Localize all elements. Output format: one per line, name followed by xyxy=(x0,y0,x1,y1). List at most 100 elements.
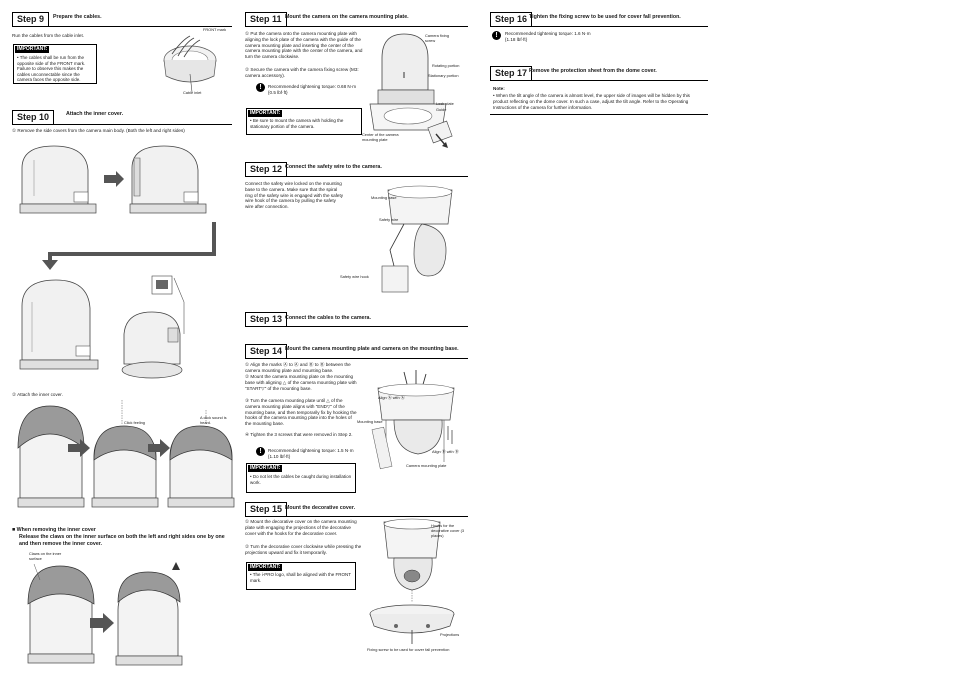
step12-rule xyxy=(245,176,468,177)
fixing-screw-label: Camera fixing screw xyxy=(425,33,450,43)
step11-label: Step 11 xyxy=(245,12,287,27)
step15-item1: ① Mount the decorative cover on the came… xyxy=(245,519,357,536)
step17-title: Remove the protection sheet from the dom… xyxy=(529,68,657,74)
step13-label: Step 13 xyxy=(245,312,288,327)
leader-lines xyxy=(121,400,207,424)
safety-wire-hook-label: Safety wire hook xyxy=(340,274,369,279)
step14-label: Step 14 xyxy=(245,344,288,359)
step10-title: Attach the inner cover. xyxy=(66,111,124,117)
important-tag: IMPORTANT: xyxy=(248,110,283,117)
step10-label: Step 10 xyxy=(12,110,55,125)
step12-label: Step 12 xyxy=(245,162,288,177)
mounting-base-label: Mounting base xyxy=(371,195,397,200)
step16-label: Step 16 xyxy=(490,12,533,27)
step11-rule xyxy=(245,26,468,27)
fixing-screw-cover-label: Fixing screw to be used for cover fall p… xyxy=(367,647,450,652)
note-heading: Note: xyxy=(493,86,505,91)
step9-rule xyxy=(12,26,232,27)
step15-decorative-cover-figure xyxy=(369,518,455,644)
flow-arrow-icon xyxy=(42,222,216,270)
step14-item2: ② Mount the camera mounting plate on the… xyxy=(245,374,357,391)
step13-title: Connect the cables to the camera. xyxy=(285,315,371,321)
step15-title: Mount the decorative cover. xyxy=(285,505,356,511)
step16-rule xyxy=(490,26,708,27)
step9-front-mark-label: FRONT mark xyxy=(203,27,227,32)
exclamation-circle-icon: ! xyxy=(492,31,501,40)
step17-rule xyxy=(490,80,708,81)
step9-title: Prepare the cables. xyxy=(53,14,102,20)
step9-cable-figure xyxy=(163,35,217,93)
step14-rule xyxy=(245,358,468,359)
note-rule xyxy=(490,114,708,115)
step14-item1: ① Align the marks Ⓐ to Ⓐ and Ⓑ to Ⓑ betw… xyxy=(245,362,351,373)
align-a-label: Align Ⓐ with Ⓐ xyxy=(378,395,405,400)
step15-important-body: • The i-PRO logo, shall be aligned with … xyxy=(250,572,351,583)
lock-plate-label: Lock plate xyxy=(436,101,454,106)
important-tag: IMPORTANT: xyxy=(15,46,50,53)
step14-mounting-base-label: Mounting base xyxy=(357,419,383,424)
camera-body-figure-1 xyxy=(19,145,97,214)
step12-title: Connect the safety wire to the camera. xyxy=(285,164,382,170)
safety-wire-label: Safety wire xyxy=(379,217,399,222)
step11-item1: ① Put the camera onto the camera mountin… xyxy=(245,31,363,60)
camera-body-figure-3 xyxy=(19,279,99,370)
remove-body: Release the claws on the inner surface o… xyxy=(19,534,225,547)
note-body: • When the tilt angle of the camera is a… xyxy=(493,93,690,110)
step14-torque: Recommended tightening torque: 1.5 N·m {… xyxy=(268,448,354,459)
remove-cover-figure-2 xyxy=(115,562,183,666)
right-arrow-icon xyxy=(148,439,170,457)
step11-title: Mount the camera on the camera mounting … xyxy=(285,14,409,20)
inner-cover-figure-2 xyxy=(91,425,159,508)
step15-important-box: IMPORTANT: • The i-PRO logo, shall be al… xyxy=(246,562,356,590)
step9-important-body: • The cables shall be run from the oppos… xyxy=(17,55,86,83)
important-tag: IMPORTANT: xyxy=(248,465,283,472)
align-b-label: Align Ⓑ with Ⓑ xyxy=(432,449,459,454)
claws-label: Claws on the inner surface xyxy=(29,551,62,561)
step14-item3: ③ Turn the camera mounting plate until △… xyxy=(245,398,357,427)
step10-rule xyxy=(12,124,232,125)
step12-safety-wire-figure xyxy=(381,185,453,293)
step12-text: Connect the safety wire locked on the mo… xyxy=(245,181,344,210)
step16-torque: Recommended tightening torque: 1.6 N·m {… xyxy=(505,31,591,42)
step10-sub2: ② Attach the inner cover. xyxy=(12,392,63,397)
step16-title: Tighten the fixing screw to be used for … xyxy=(529,14,681,20)
step14-important-box: IMPORTANT: • Do not let the cables be ca… xyxy=(246,463,356,493)
step11-important-box: IMPORTANT: • Be sure to mount the camera… xyxy=(246,108,362,135)
inner-cover-figure-1 xyxy=(17,405,85,508)
guide-label: Guide xyxy=(436,107,447,112)
projections-label: Projections xyxy=(440,632,460,637)
step9-important-box: IMPORTANT: • The cables shall be run fro… xyxy=(13,44,97,84)
step15-label: Step 15 xyxy=(245,502,288,517)
remove-cover-figure-1 xyxy=(27,563,95,664)
step14-mounting-figure xyxy=(371,370,455,470)
right-arrow-icon xyxy=(90,613,114,633)
exclamation-circle-icon: ! xyxy=(256,447,265,456)
step15-rule xyxy=(245,516,468,517)
step9-cable-inlet-label: Cable inlet xyxy=(183,90,202,95)
camera-mounting-plate-label: Camera mounting plate xyxy=(406,463,447,468)
step17-label: Step 17 xyxy=(490,66,533,81)
step9-text: Run the cables from the cable inlet. xyxy=(12,33,85,38)
step10-sub1: ① Remove the side covers from the camera… xyxy=(12,128,185,133)
inner-cover-figure-3 xyxy=(167,425,235,508)
plate-center-label: Center of the camera mounting plate xyxy=(362,132,399,142)
rotating-portion-label: Rotating portion xyxy=(432,63,460,68)
hooks-label: Hooks for the decorative cover (3 places… xyxy=(431,523,465,538)
click-sound-label: A click sound is heard. xyxy=(200,415,227,425)
step11-important-body: • Be sure to mount the camera with holdi… xyxy=(250,118,344,129)
step11-camera-figure xyxy=(369,33,453,148)
remove-heading: ■ When removing the inner cover xyxy=(12,527,96,533)
right-arrow-icon xyxy=(104,171,124,187)
click-feeling-label: Click feeling xyxy=(124,420,145,425)
camera-body-figure-2 xyxy=(129,145,207,214)
stationary-portion-label: Stationary portion xyxy=(428,73,459,78)
important-tag: IMPORTANT: xyxy=(248,564,283,571)
step11-torque: Recommended tightening torque: 0.68 N·m … xyxy=(268,84,357,95)
step14-important-body: • Do not let the cables be caught during… xyxy=(250,474,352,485)
exclamation-circle-icon: ! xyxy=(256,83,265,92)
right-arrow-icon xyxy=(68,439,90,457)
step9-label: Step 9 xyxy=(12,12,50,27)
step15-item2: ② Turn the decorative cover clockwise wh… xyxy=(245,544,362,555)
camera-side-cover-figure xyxy=(121,275,185,379)
step11-item2: ② Secure the camera with the camera fixi… xyxy=(245,67,359,78)
